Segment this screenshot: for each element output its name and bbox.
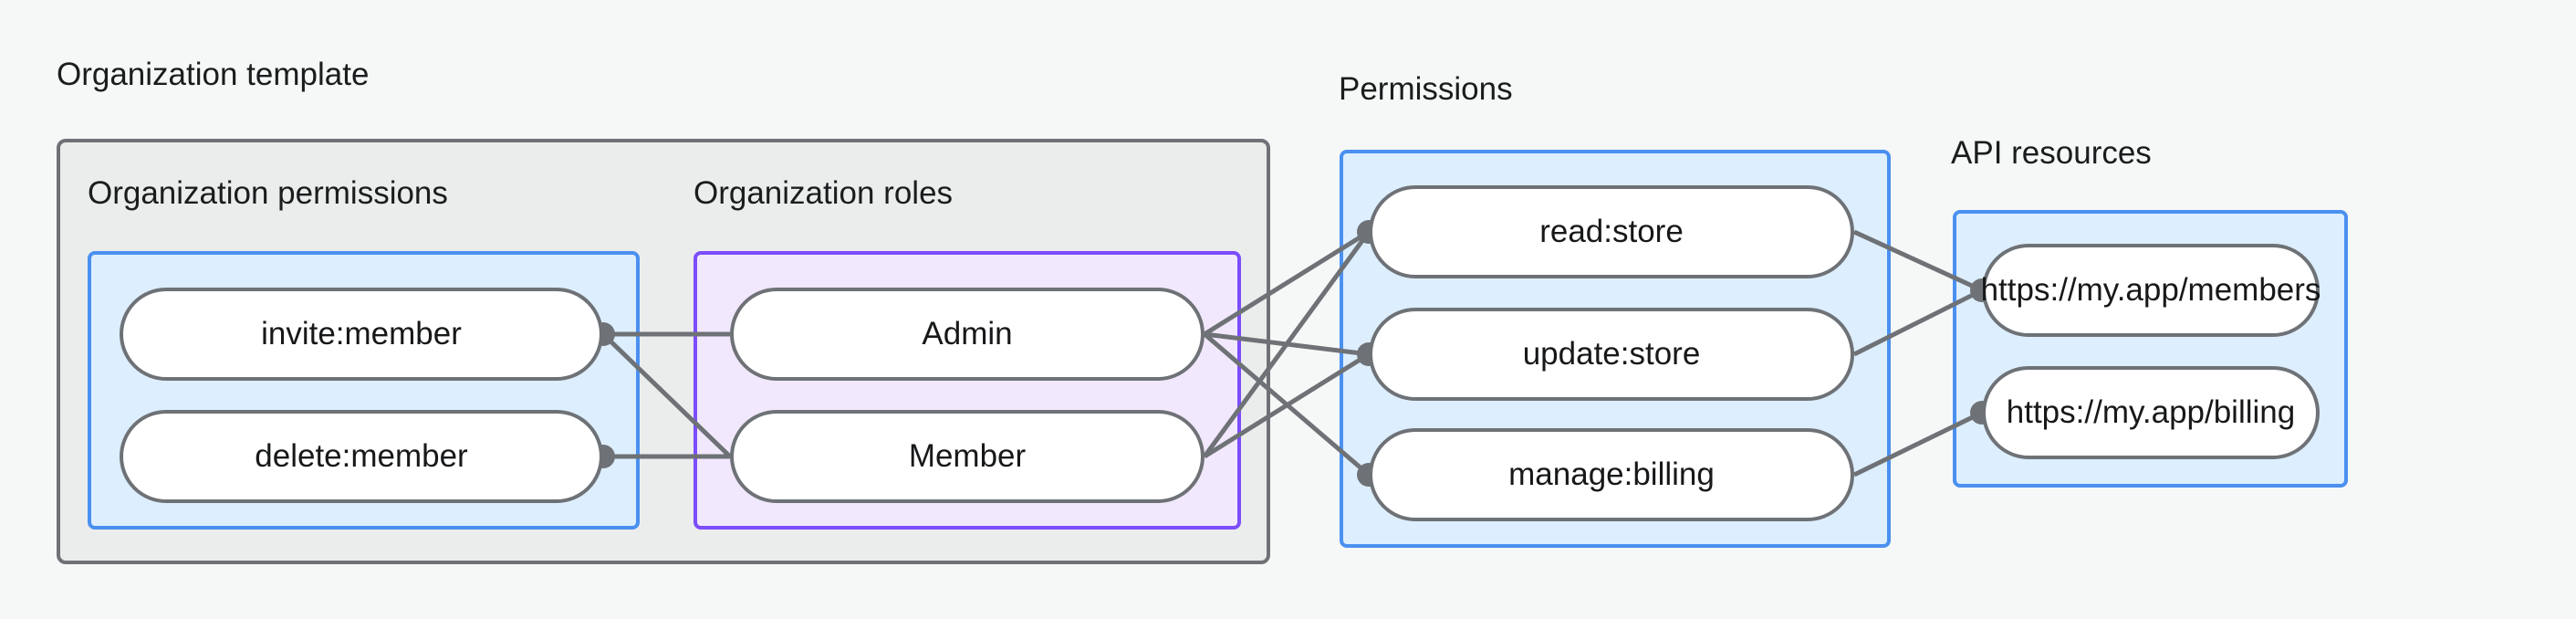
node-read-store[interactable]: read:store [1369, 185, 1854, 278]
node-api-resource-members[interactable]: https://my.app/members [1981, 244, 2320, 337]
section-title-organization-roles: Organization roles [694, 175, 954, 211]
section-title-organization-permissions: Organization permissions [88, 175, 448, 211]
node-delete-member[interactable]: delete:member [120, 410, 603, 503]
node-update-store[interactable]: update:store [1369, 308, 1854, 401]
group-title-organization-template: Organization template [57, 57, 370, 92]
group-title-api-resources: API resources [1951, 135, 2152, 171]
node-api-resource-billing[interactable]: https://my.app/billing [1982, 366, 2320, 459]
node-role-member[interactable]: Member [730, 410, 1205, 503]
node-role-admin[interactable]: Admin [730, 288, 1205, 381]
node-manage-billing[interactable]: manage:billing [1369, 428, 1854, 521]
group-title-permissions: Permissions [1339, 71, 1513, 107]
node-invite-member[interactable]: invite:member [120, 288, 603, 381]
